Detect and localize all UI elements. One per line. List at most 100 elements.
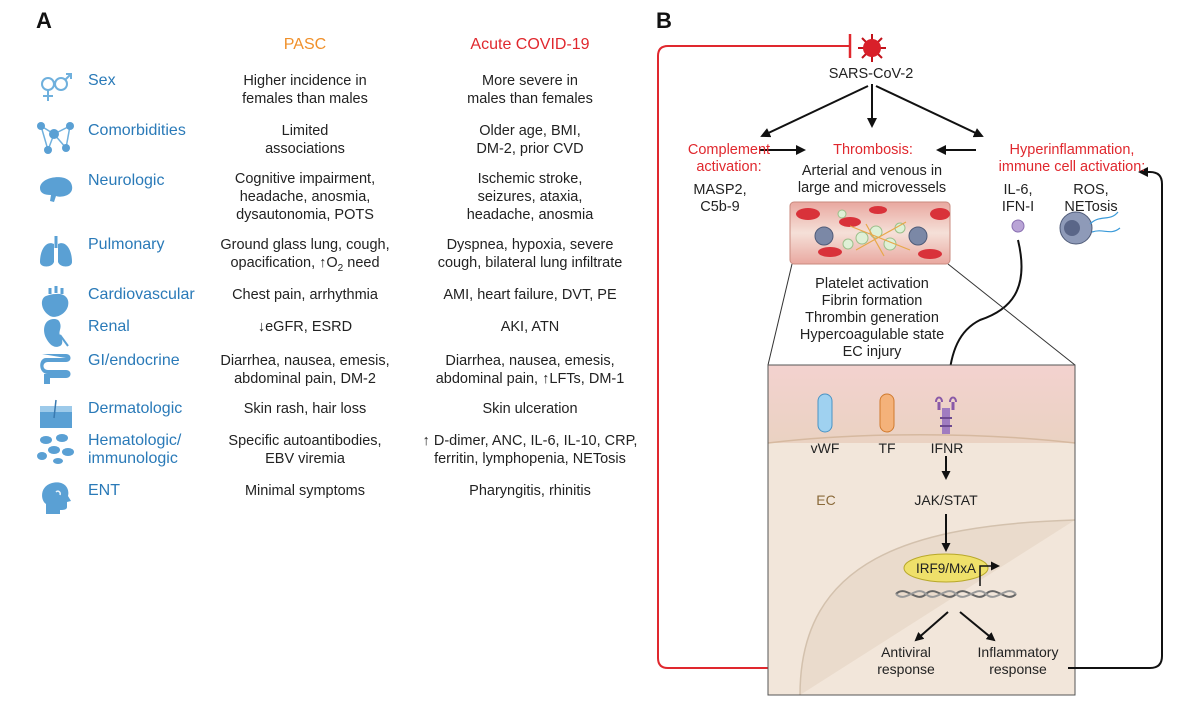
dna-helix-icon — [895, 590, 1017, 598]
category-label: ENT — [88, 482, 120, 499]
acute-cell: Skin ulceration — [482, 401, 578, 417]
panel-a-letter: A — [36, 8, 52, 33]
category-label: Neurologic — [88, 172, 165, 189]
category-label: Hematologic/ immunologic — [88, 432, 182, 467]
pasc-cell: Specific autoantibodies, EBV viremia — [228, 433, 382, 467]
arrow-cytokine-ifnr — [943, 239, 1023, 390]
irf9-mxa-label: IRF9/MxA — [915, 561, 976, 576]
pasc-text: need — [343, 255, 380, 271]
panel-b-letter: B — [656, 8, 672, 33]
complement-items: MASP2, C5b-9 — [693, 182, 747, 215]
complement-title: Complement activation: — [687, 142, 771, 175]
category-label: Comorbidities — [88, 122, 186, 139]
zoom-line-left — [767, 263, 793, 366]
inflammatory-feedback-line — [1068, 167, 1163, 669]
pasc-line: opacification, ↑O2 need — [205, 254, 405, 278]
acute-line: Diarrhea, nausea, emesis, — [445, 353, 615, 369]
acute-cell: More severe in males than females — [467, 73, 593, 107]
acute-line: ↑ D-dimer, ANC, IL-6, IL-10, CRP, — [410, 432, 650, 450]
pasc-header: PASC — [283, 36, 327, 53]
oxygen-subscript: 2 — [337, 262, 344, 274]
transcription-arrow — [979, 561, 1000, 586]
pasc-text: eGFR, — [265, 319, 312, 335]
up-arrow-icon: ↑ — [542, 371, 550, 387]
brain-icon — [40, 177, 73, 202]
sex-symbols-icon — [41, 73, 72, 101]
cytokine-molecule — [1011, 219, 1025, 233]
pasc-text: ESRD — [311, 319, 353, 335]
vwf-label: vWF — [810, 440, 840, 456]
category-label: Renal — [88, 318, 130, 335]
acute-cell: Pharyngitis, rhinitis — [469, 483, 591, 499]
intestine-icon — [40, 354, 71, 384]
tf-label: TF — [878, 440, 896, 456]
pasc-cell: Ground glass lung, cough, opacification,… — [205, 236, 405, 278]
ec-label: EC — [816, 492, 836, 508]
row-ent: ENT Minimal symptoms Pharyngitis, rhinit… — [0, 478, 650, 522]
pasc-text: opacification, — [230, 255, 320, 271]
ifnr-receptor-icon — [935, 396, 957, 434]
pasc-cell: Chest pain, arrhythmia — [232, 287, 378, 303]
row-hematologic: Hematologic/ immunologic Specific autoan… — [0, 428, 650, 472]
down-arrow-icon: ↓ — [257, 319, 266, 335]
acute-cell: Dyspnea, hypoxia, severe cough, bilatera… — [437, 237, 623, 271]
inflammatory-response-label: Inflammatory response — [977, 644, 1059, 677]
pasc-cell: Higher incidence in females than males — [242, 73, 368, 107]
zoom-line-right — [947, 263, 1076, 366]
neutrophil-icon — [1059, 211, 1121, 245]
network-icon — [37, 122, 74, 154]
acute-cell: AKI, ATN — [500, 319, 560, 335]
pasc-cell: Diarrhea, nausea, emesis, abdominal pain… — [220, 353, 390, 387]
up-arrow-icon: ↑ — [422, 433, 434, 449]
acute-cell: Diarrhea, nausea, emesis, abdominal pain… — [410, 352, 650, 388]
hyperinflammation-title: Hyperinflammation, immune cell activatio… — [998, 142, 1146, 175]
heart-icon — [41, 286, 69, 317]
acute-header: Acute COVID-19 — [470, 36, 590, 53]
acute-text: -dimer, ANC, IL-6, IL-10, CRP, — [444, 433, 638, 449]
row-renal: Renal ↓eGFR, ESRD AKI, ATN — [0, 314, 650, 358]
ifnr-label: IFNR — [930, 440, 964, 456]
arrow-dna-antiviral — [914, 611, 949, 642]
tf-receptor-icon — [879, 393, 895, 433]
category-label: Cardiovascular — [88, 286, 195, 303]
category-label: Pulmonary — [88, 236, 165, 253]
arrow-to-hyperinflammation — [875, 85, 984, 138]
row-neurologic: Neurologic Cognitive impairment, headach… — [0, 168, 650, 223]
hyperinflammation-cytokines: IL-6, IFN-I — [1001, 182, 1035, 215]
acute-line: ferritin, lymphopenia, NETosis — [434, 451, 626, 467]
category-label: GI/endocrine — [88, 352, 180, 369]
pasc-cell: Cognitive impairment, headache, anosmia,… — [234, 171, 376, 223]
lungs-icon — [40, 236, 72, 267]
category-label: Sex — [88, 72, 116, 89]
jak-stat-label: JAK/STAT — [914, 492, 978, 508]
row-pulmonary: Pulmonary Ground glass lung, cough, opac… — [0, 232, 650, 276]
acute-text: LFTs, DM-1 — [549, 371, 625, 387]
acute-cell: AMI, heart failure, DVT, PE — [443, 287, 617, 303]
pasc-cell: ↓eGFR, ESRD — [205, 318, 405, 336]
pasc-cell: Skin rash, hair loss — [243, 401, 367, 417]
row-dermatologic: Dermatologic Skin rash, hair loss Skin u… — [0, 396, 650, 440]
vwf-receptor-icon — [817, 393, 833, 433]
hyperinflammation-ros: ROS, NETosis — [1064, 182, 1118, 215]
antiviral-feedback-line — [657, 45, 945, 669]
arrow-dna-inflammatory — [959, 611, 996, 642]
acute-cell: ↑ D-dimer, ANC, IL-6, IL-10, CRP, ferrit… — [410, 432, 650, 468]
pasc-line: Ground glass lung, cough, — [220, 237, 390, 253]
arrow-to-complement — [760, 85, 869, 138]
thrombosis-title: Thrombosis: — [833, 142, 913, 158]
virus-label: SARS-CoV-2 — [828, 66, 914, 82]
thrombosis-description: Arterial and venous in large and microve… — [797, 163, 947, 196]
row-sex: Sex Higher incidence in females than mal… — [0, 68, 650, 112]
acute-text: D — [433, 433, 445, 449]
skin-icon — [40, 399, 72, 428]
blood-cells-icon — [37, 434, 74, 464]
oxygen-text: O — [326, 255, 338, 271]
row-comorbidities: Comorbidities Limited associations Older… — [0, 118, 650, 162]
blood-vessel-illustration — [789, 201, 951, 265]
acute-cell: Ischemic stroke, seizures, ataxia, heada… — [466, 171, 594, 223]
row-cardiovascular: Cardiovascular Chest pain, arrhythmia AM… — [0, 282, 650, 326]
thrombosis-mechanisms-list: Platelet activation Fibrin formation Thr… — [799, 276, 945, 360]
antiviral-response-label: Antiviral response — [877, 644, 935, 677]
irf9-mxa-complex — [903, 553, 989, 583]
